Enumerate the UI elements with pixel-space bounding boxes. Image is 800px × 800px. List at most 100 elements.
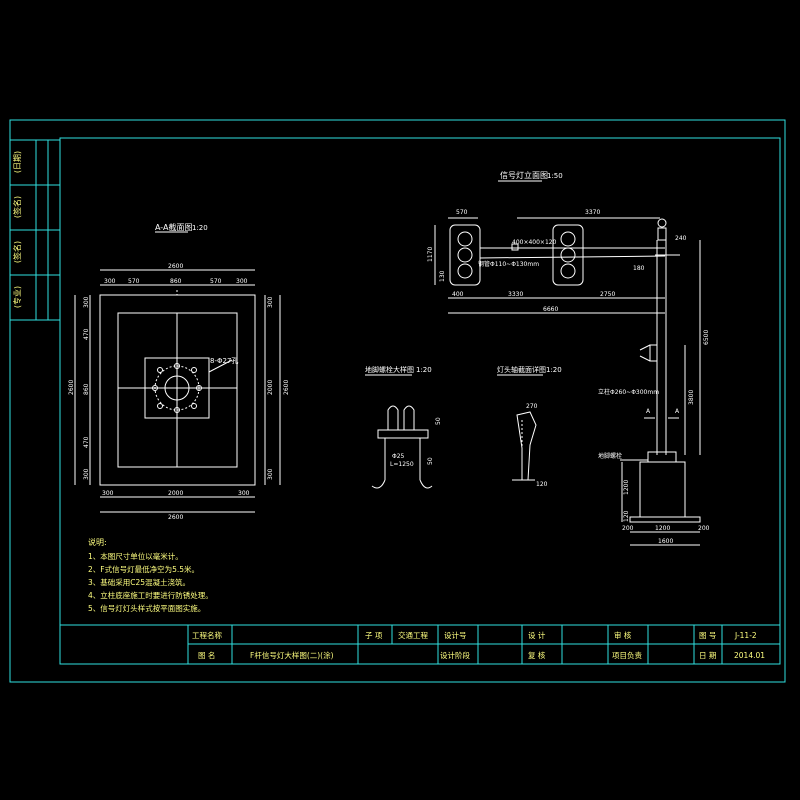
plan-bottom-dim-right: 300 <box>238 490 250 497</box>
plan-top-dim-1: 300 <box>104 278 116 285</box>
bolt-circle <box>154 365 200 411</box>
bolt-dim-a: 50 <box>435 417 442 425</box>
notes-heading: 说明: <box>88 537 107 547</box>
left-strip: (日期) (签名) (签名) (专业) <box>10 139 60 321</box>
plan-top-dim-3: 860 <box>170 278 182 285</box>
tb-sub-label: 子 项 <box>365 631 383 640</box>
plan-right-dim-3: 300 <box>267 468 274 480</box>
head-detail-title: 灯头轴截面详图 <box>497 365 546 374</box>
signal-head-left <box>449 224 481 286</box>
tb-design-label: 设 计 <box>528 630 546 640</box>
base-right-dim: 200 <box>698 525 710 532</box>
elevation-span: 6660 <box>543 306 558 313</box>
plan-left-dim-5: 300 <box>83 468 90 480</box>
arm-note: 400×400×120 <box>512 239 557 246</box>
pole-finial <box>657 218 667 228</box>
base-label: 地脚螺栓 <box>598 452 622 460</box>
base-left-dim: 200 <box>622 525 634 532</box>
anchor-hole-label: 8-Φ27孔 <box>210 357 238 365</box>
head-dim-top: 270 <box>526 403 538 410</box>
base-plate-elevation <box>647 451 677 463</box>
base-mid-dim: 1200 <box>655 525 670 532</box>
plan-right-dim-2: 2000 <box>267 380 274 395</box>
plan-left-dim-2: 470 <box>83 328 90 340</box>
plan-top-dim-2: 570 <box>128 278 140 285</box>
plan-view-title: A-A截面图 <box>155 222 192 232</box>
elevation-right-small: 180 <box>633 265 645 272</box>
note-3: 3、基础采用C25混凝土浇筑。 <box>88 577 190 587</box>
foundation-top: 120 <box>623 510 630 522</box>
plan-view: A-A截面图 1:20 8-Φ27孔 300 570 860 570 300 2… <box>68 222 290 521</box>
tb-drawing-no-label: 图 号 <box>699 631 716 640</box>
bolt-detail-title: 地脚螺栓大样图 <box>365 365 414 374</box>
bolt-detail: 地脚螺栓大样图 1:20 Φ25 L=1250 50 50 <box>365 365 442 489</box>
elevation-dim-b: 3330 <box>508 291 523 298</box>
side-label-sign-1: (签名) <box>12 196 22 218</box>
side-label-major: (专业) <box>12 286 22 308</box>
plan-view-scale: 1:20 <box>192 224 208 232</box>
elevation-left-height: 1170 <box>427 247 434 262</box>
inner-frame <box>59 137 781 665</box>
plan-top-dim-5: 300 <box>236 278 248 285</box>
tb-date-label: 日 期 <box>699 651 716 660</box>
bolt-length: L=1250 <box>390 461 414 468</box>
plan-right-dim-1: 300 <box>267 296 274 308</box>
side-label-sign-2: (签名) <box>12 241 22 263</box>
note-2: 2、F式信号灯最低净空为5.5米。 <box>88 564 199 574</box>
elevation-right-top: 240 <box>675 235 687 242</box>
section-marker-right: A <box>675 408 680 415</box>
plan-overall-bottom: 2600 <box>168 514 183 521</box>
elevation-pole-height: 6500 <box>703 330 710 345</box>
elevation-title: 信号灯立面图 <box>500 170 548 180</box>
arm-spec: 钢管Φ110~Φ130mm <box>478 260 539 268</box>
pole-section <box>164 375 190 401</box>
plan-left-total: 2600 <box>68 380 75 395</box>
plan-bottom-inner: 2000 <box>168 490 183 497</box>
tb-drawing-name: F杆信号灯大样图(二)(涂) <box>250 650 334 660</box>
note-5: 5、信号灯灯头样式按平面图实施。 <box>88 603 205 613</box>
section-marker-left: A <box>646 408 651 415</box>
elevation-dim-a: 400 <box>452 291 464 298</box>
signal-head-right <box>552 224 584 286</box>
foundation-block <box>639 461 686 518</box>
tb-sub-value: 交通工程 <box>398 630 428 640</box>
tb-drawing-no: J-11-2 <box>734 631 757 640</box>
tb-check-label: 复 核 <box>528 650 546 660</box>
elevation-sub-height: 130 <box>439 270 446 282</box>
elevation-dim-c: 2750 <box>600 291 615 298</box>
sheet-border <box>9 119 786 683</box>
note-1: 1、本图尺寸单位以毫米计。 <box>88 551 183 561</box>
tb-stage-label: 设计阶段 <box>440 650 470 660</box>
plan-bottom-dim-left: 300 <box>102 490 114 497</box>
side-label-date: (日期) <box>13 151 22 173</box>
bolt-rod: Φ25 <box>392 453 405 460</box>
plan-left-dim-4: 470 <box>83 436 90 448</box>
elevation-top-left-dim: 570 <box>456 209 468 216</box>
plan-left-dim-1: 300 <box>83 296 90 308</box>
bolt-dim-b: 50 <box>427 457 434 465</box>
note-4: 4、立柱底座施工时要进行防锈处理。 <box>88 590 213 600</box>
pole-spec: 立柱Φ260~Φ300mm <box>598 388 659 396</box>
head-detail-scale: 1:20 <box>546 366 562 374</box>
plan-right-total: 2600 <box>283 380 290 395</box>
plan-left-dim-3: 860 <box>83 383 90 395</box>
base-total-dim: 1600 <box>658 538 673 545</box>
elevation-scale: 1:50 <box>547 172 563 180</box>
elevation-view: 信号灯立面图 1:50 570 3370 400×400×120 钢管Φ110~… <box>427 170 710 546</box>
elevation-arm-dim: 3370 <box>585 209 600 216</box>
elevation-lower-height: 3800 <box>688 390 695 405</box>
notes: 说明: 1、本图尺寸单位以毫米计。 2、F式信号灯最低净空为5.5米。 3、基础… <box>88 537 213 613</box>
tb-manager-label: 项目负责 <box>612 650 642 660</box>
tb-date: 2014.01 <box>734 651 765 660</box>
plan-top-dim-4: 570 <box>210 278 222 285</box>
foundation-height: 1200 <box>623 480 630 495</box>
bolt-detail-scale: 1:20 <box>416 366 432 374</box>
tb-review-label: 审 核 <box>614 630 632 640</box>
title-block: 工程名称 子 项 交通工程 设计号 设 计 审 核 图 号 J-11-2 图 名… <box>60 624 780 664</box>
head-dim-bottom: 120 <box>536 481 548 488</box>
tb-design-no-label: 设计号 <box>444 630 467 640</box>
tb-project-label: 工程名称 <box>192 630 222 640</box>
head-detail: 灯头轴截面详图 1:20 270 120 <box>497 365 562 488</box>
plan-overall-top: 2600 <box>168 263 183 270</box>
